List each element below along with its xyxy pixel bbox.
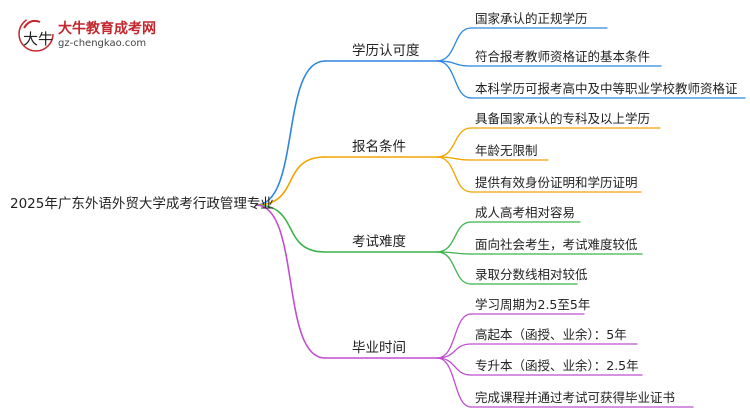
bull-logo-icon: 大牛	[18, 16, 54, 52]
logo-mark-text: 大牛	[23, 30, 53, 48]
root-branch-connector	[255, 60, 326, 206]
branch-leaf-connector	[436, 221, 472, 253]
branch-leaf-connector	[436, 313, 472, 359]
root-branch-connector	[255, 156, 326, 206]
root-topic: 2025年广东外语外贸大学成考行政管理专业	[10, 196, 274, 212]
leaf-item: 专升本（函授、业余）：2.5年	[475, 358, 639, 373]
leaf-item: 学习周期为2.5至5年	[475, 297, 591, 312]
root-branch-connector	[255, 204, 326, 359]
branch-leaf-connector	[436, 357, 472, 408]
branch-label-academic-recognition: 学历认可度	[352, 43, 420, 59]
branch-leaf-connector	[436, 357, 472, 376]
branch-leaf-connector	[436, 343, 472, 359]
root-branch-connector	[255, 204, 326, 253]
leaf-item: 面向社会考生，考试难度较低	[475, 237, 638, 252]
leaf-item: 本科学历可报考高中及中等职业学校教师资格证	[475, 81, 738, 96]
branch-label-exam-difficulty: 考试难度	[352, 234, 406, 250]
leaf-item: 录取分数线相对较低	[475, 267, 588, 282]
site-logo: 大牛 大牛教育成考网 gz-chengkao.com	[16, 14, 186, 58]
branch-leaf-connector	[436, 60, 472, 99]
leaf-item: 具备国家承认的专科及以上学历	[475, 111, 651, 126]
branch-leaf-connector	[436, 156, 472, 193]
leaf-item: 成人高考相对容易	[475, 205, 576, 220]
leaf-item: 年龄无限制	[475, 143, 538, 158]
branch-leaf-connector	[436, 27, 472, 62]
leaf-item: 国家承认的正规学历	[475, 11, 588, 26]
leaf-item: 高起本（函授、业余）：5年	[475, 327, 627, 342]
leaf-item: 提供有效身份证明和学历证明	[475, 175, 638, 190]
branch-label-graduation-time: 毕业时间	[352, 340, 406, 356]
logo-title: 大牛教育成考网	[58, 21, 156, 37]
branch-label-registration-requirements: 报名条件	[352, 139, 406, 155]
logo-url: gz-chengkao.com	[58, 38, 147, 49]
branch-leaf-connector	[436, 127, 472, 158]
leaf-item: 完成课程并通过考试可获得毕业证书	[475, 390, 676, 405]
branch-leaf-connector	[436, 251, 472, 285]
leaf-item: 符合报考教师资格证的基本条件	[475, 49, 651, 64]
